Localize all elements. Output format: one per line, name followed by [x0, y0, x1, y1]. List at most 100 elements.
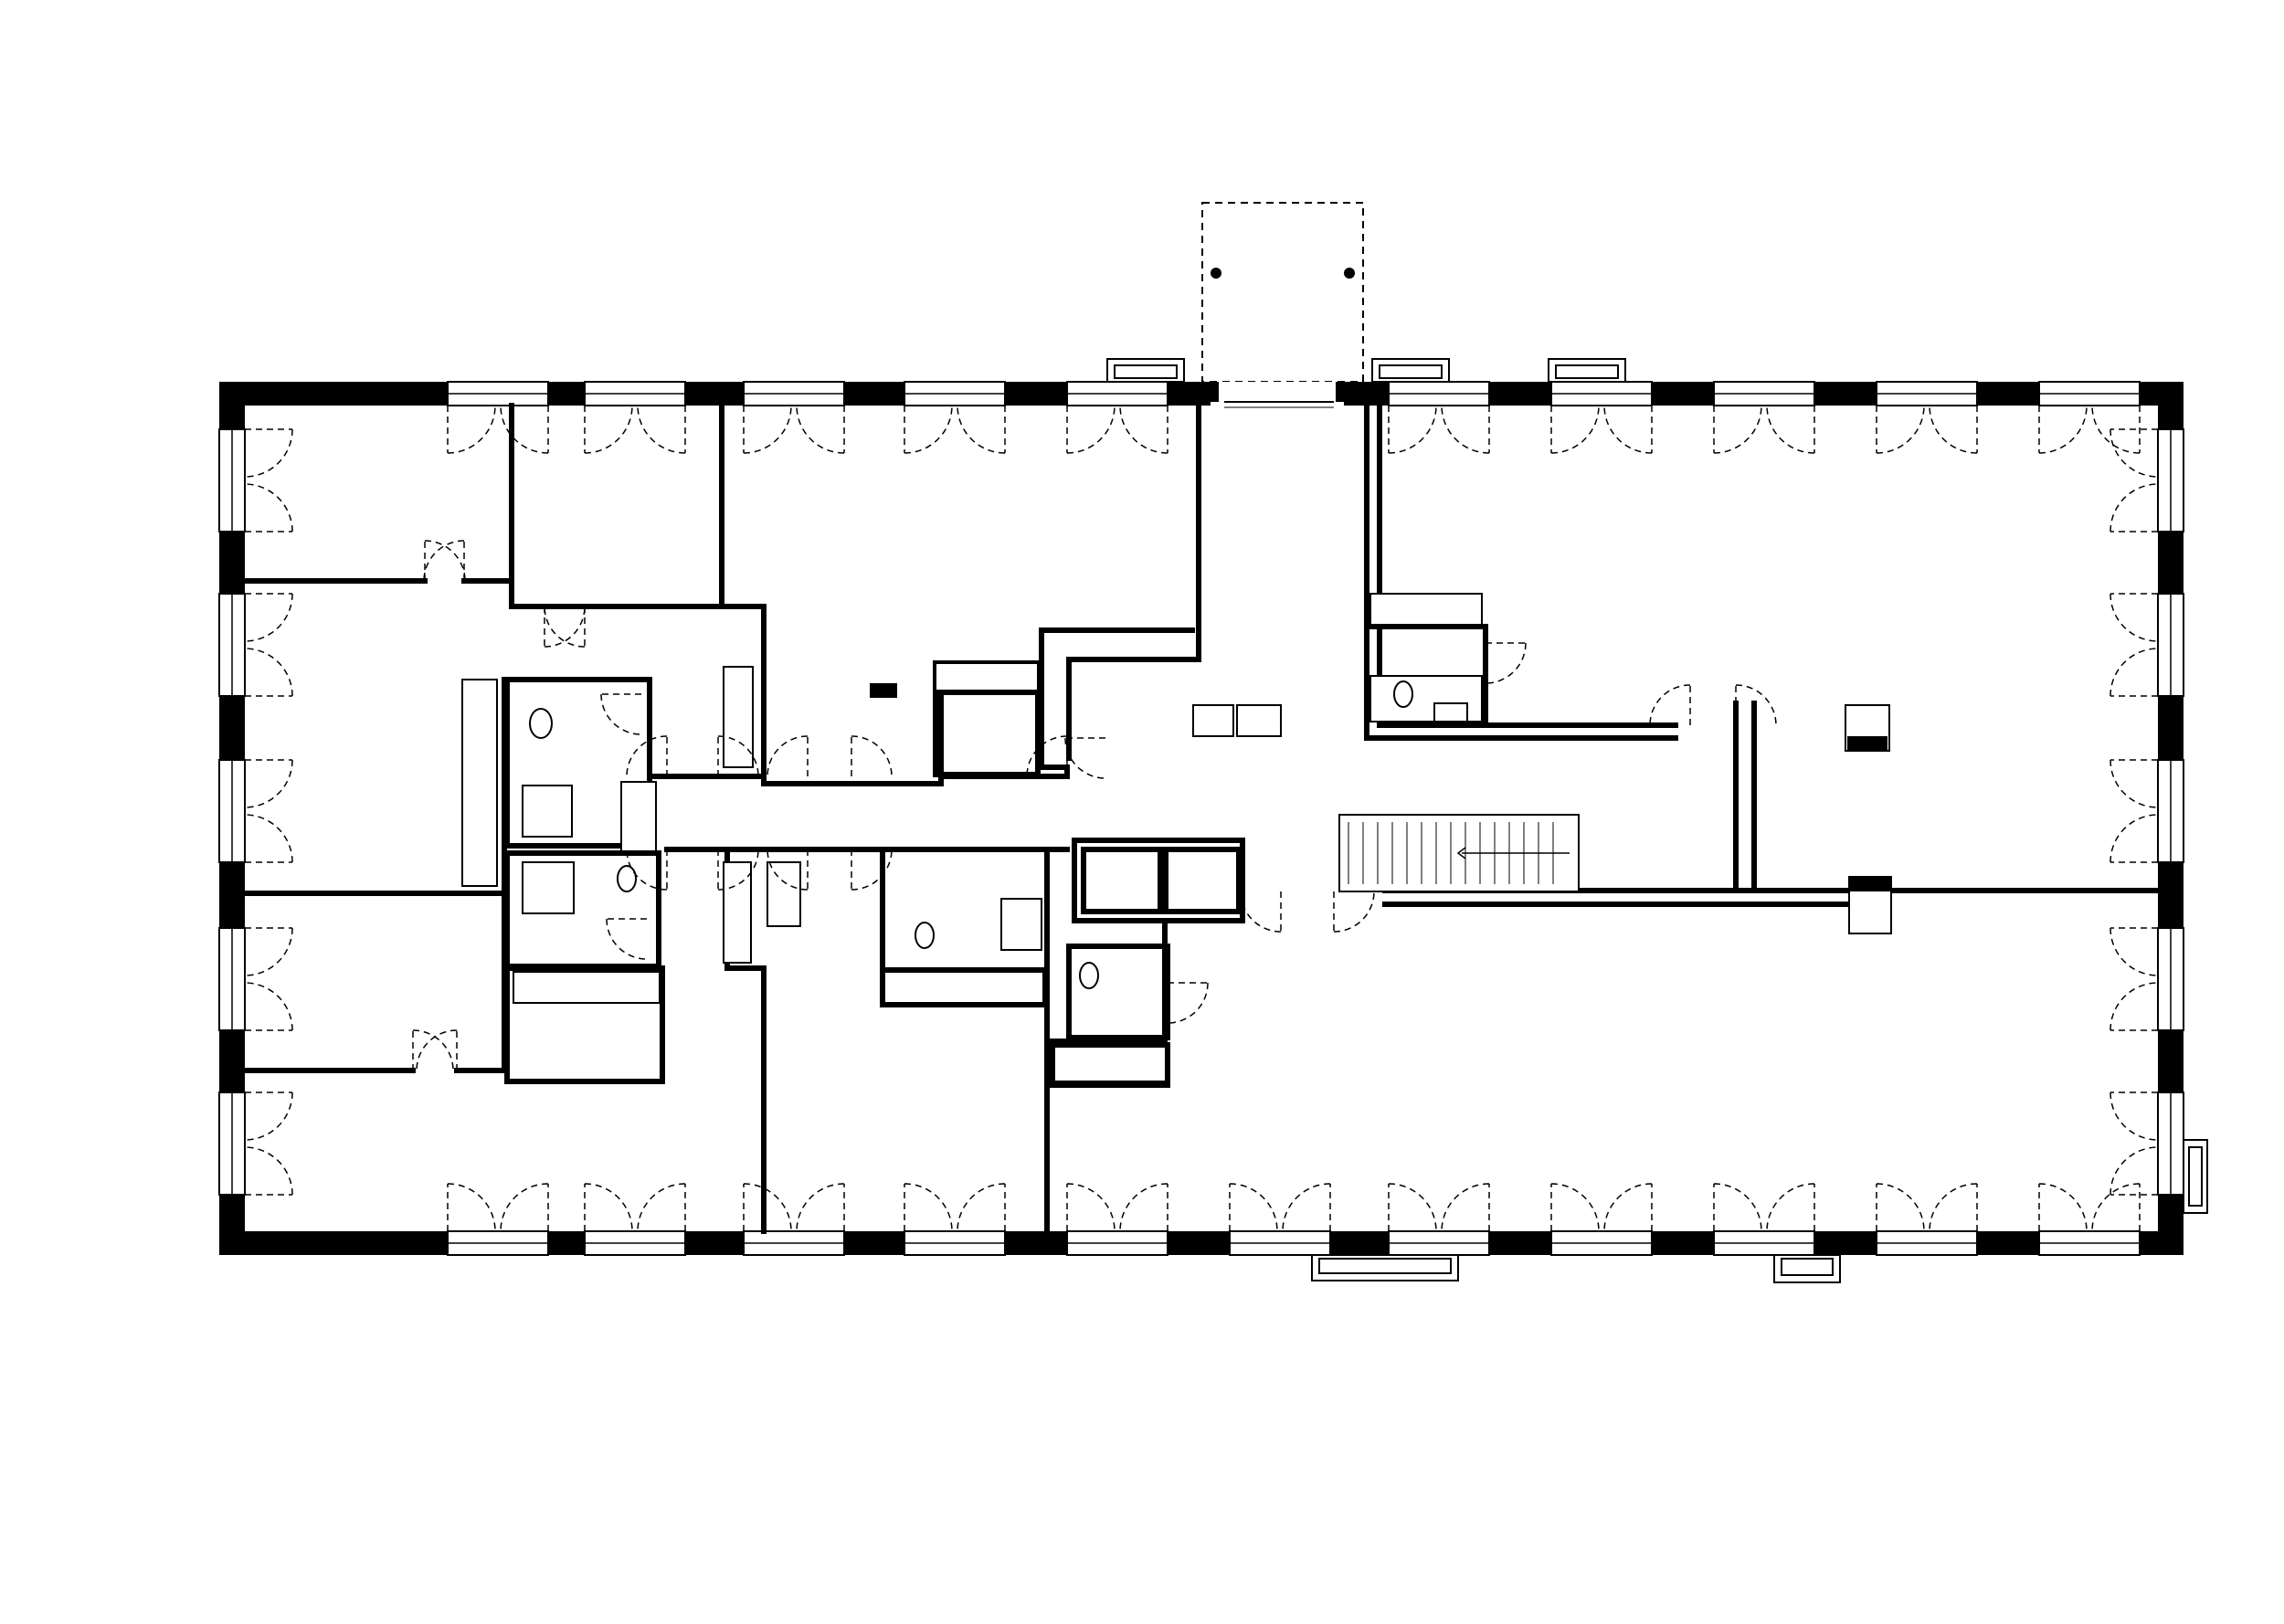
door-swing	[2110, 428, 2159, 478]
door-swing	[2091, 1183, 2141, 1232]
interior-walls	[242, 399, 2161, 1234]
door-swing	[544, 606, 586, 648]
door-swing	[1713, 405, 1762, 454]
door-swing	[1066, 405, 1116, 454]
door-swing	[1876, 405, 1925, 454]
door-swing	[584, 1183, 633, 1232]
door-swing	[244, 483, 293, 533]
door-swing	[1064, 737, 1106, 779]
door-swing	[637, 405, 686, 454]
door-swing	[244, 1091, 293, 1141]
door-swing	[1876, 1183, 1925, 1232]
door-swing	[500, 405, 549, 454]
door-swing	[957, 405, 1006, 454]
door-swing	[424, 540, 466, 582]
door-swing	[1240, 891, 1282, 933]
balconies	[1106, 358, 2208, 1283]
door-swing	[500, 1183, 549, 1232]
door-swing	[2038, 405, 2088, 454]
door-swing	[796, 405, 845, 454]
door-swing	[1066, 1183, 1116, 1232]
door-swing	[600, 693, 642, 735]
door-swing	[743, 405, 792, 454]
door-swing	[626, 849, 668, 891]
door-swing	[1550, 405, 1600, 454]
door-swing	[637, 1183, 686, 1232]
door-swing	[244, 927, 293, 976]
door-swing	[2110, 814, 2159, 863]
door-swing	[957, 1183, 1006, 1232]
door-swing	[416, 1029, 458, 1071]
door-swing	[2110, 593, 2159, 642]
door-swing	[1441, 1183, 1490, 1232]
door-swing	[743, 1183, 792, 1232]
door-swing	[1119, 405, 1168, 454]
entrance-opening	[1199, 382, 1356, 409]
windows-bottom-facade	[447, 1230, 2141, 1256]
door-swing	[244, 593, 293, 642]
door-swing	[244, 814, 293, 863]
door-swing	[1119, 1183, 1168, 1232]
door-swing	[1603, 1183, 1653, 1232]
door-swing	[2091, 405, 2141, 454]
door-swing	[244, 1146, 293, 1196]
door-swing	[1929, 1183, 1978, 1232]
door-swing	[767, 735, 809, 777]
kitchens	[461, 593, 1483, 1082]
door-swing	[1929, 405, 1978, 454]
door-swing	[2110, 759, 2159, 808]
door-swing	[851, 735, 893, 777]
door-swing	[1167, 982, 1209, 1024]
entrance-canopy	[1201, 202, 1364, 383]
door-swing	[423, 540, 465, 582]
door-swing	[904, 405, 953, 454]
door-swing	[584, 405, 633, 454]
door-swing	[606, 918, 648, 960]
door-swing	[447, 405, 496, 454]
door-swing	[1713, 1183, 1762, 1232]
windows-top-facade	[447, 381, 2141, 406]
door-swing	[544, 606, 586, 648]
door-swing	[244, 982, 293, 1031]
staircase	[1338, 814, 1580, 892]
door-swing	[1766, 405, 1815, 454]
bath-fixtures	[522, 680, 1468, 989]
door-swing	[1603, 405, 1653, 454]
door-swing	[1388, 1183, 1437, 1232]
window-door-swings	[244, 405, 2159, 1232]
door-swing	[412, 1029, 454, 1071]
door-swing	[2110, 483, 2159, 533]
door-swing	[904, 1183, 953, 1232]
door-swing	[767, 849, 809, 891]
door-swing	[717, 735, 759, 777]
door-swing	[2110, 982, 2159, 1031]
canopy-column	[1211, 268, 1221, 279]
door-swing	[2110, 648, 2159, 697]
windows-side-facades	[218, 428, 2184, 1196]
door-swing	[244, 428, 293, 478]
door-swing	[796, 1183, 845, 1232]
door-swing	[447, 1183, 496, 1232]
door-swing	[2110, 927, 2159, 976]
door-swing	[1333, 891, 1375, 933]
door-swing	[1766, 1183, 1815, 1232]
door-swing	[1735, 684, 1777, 726]
door-swing	[1550, 1183, 1600, 1232]
door-swing	[2110, 1091, 2159, 1141]
door-swing	[1229, 1183, 1278, 1232]
door-swing	[1282, 1183, 1331, 1232]
door-swing	[244, 648, 293, 697]
door-swing	[2110, 1146, 2159, 1196]
door-swing	[1441, 405, 1490, 454]
shafts	[620, 666, 1892, 964]
door-swing	[1388, 405, 1437, 454]
door-swing	[1649, 684, 1691, 726]
door-swing	[1026, 735, 1068, 777]
door-swing	[2038, 1183, 2088, 1232]
door-swing	[626, 735, 668, 777]
door-swing	[851, 849, 893, 891]
door-swing	[717, 849, 759, 891]
canopy-column	[1344, 268, 1355, 279]
door-swing	[1485, 642, 1527, 684]
